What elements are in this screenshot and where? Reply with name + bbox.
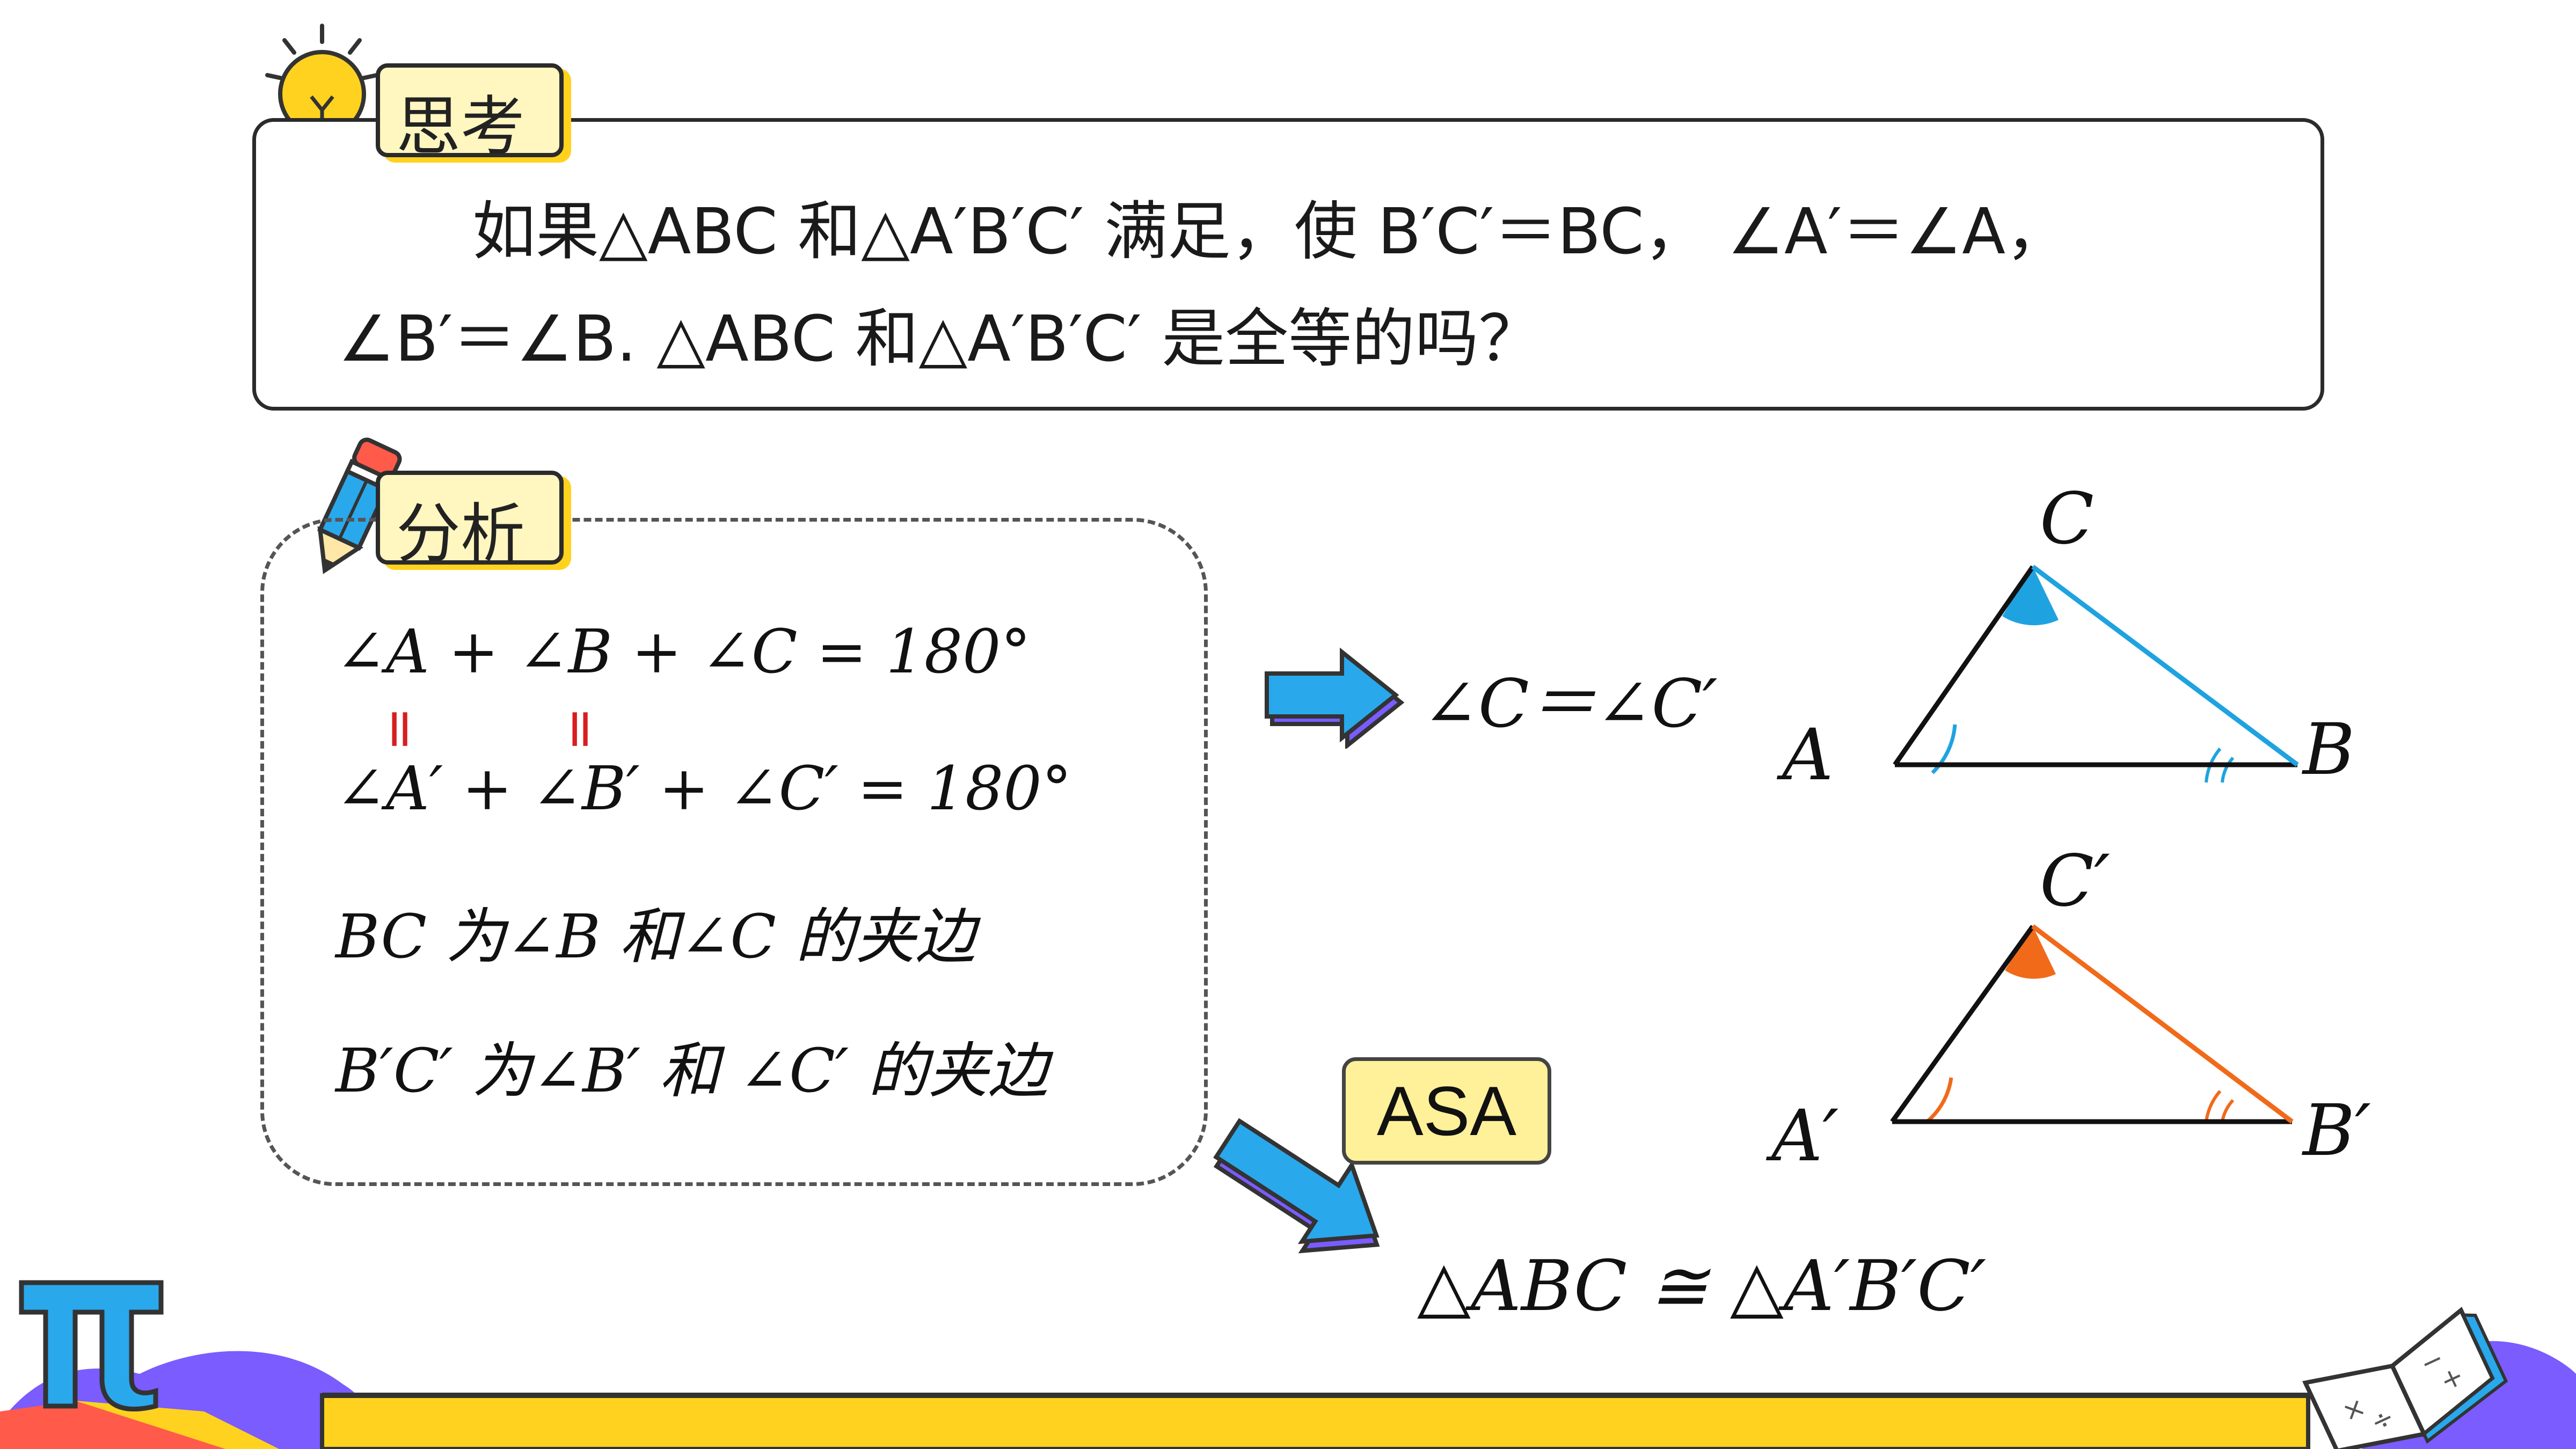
- diagonal-arrow-icon: [1213, 1118, 1380, 1254]
- think-box: [252, 118, 2324, 411]
- analysis-tag: 分析: [376, 471, 564, 572]
- right-arrow-icon: [1265, 647, 1405, 749]
- analysis-line-1: ∠A + ∠B + ∠C = 180°: [335, 617, 1031, 687]
- equal-mark-2: =: [550, 706, 614, 752]
- angle-arc-a: [1931, 724, 1957, 774]
- vertex-c: C: [2040, 478, 2094, 560]
- side-c1b1: [2031, 924, 2294, 1124]
- angle-fill-c2: [2005, 926, 2056, 979]
- angle-arc-b1: [2221, 757, 2235, 783]
- vertex-c-prime: C′: [2040, 840, 2110, 923]
- vertex-b: B: [2303, 708, 2355, 791]
- bottom-decoration: [0, 1341, 2576, 1449]
- think-tag-label: 思考: [396, 90, 525, 164]
- angle-arc-a2: [1925, 1077, 1953, 1123]
- angle-arc-b2-2: [2205, 1090, 2222, 1122]
- open-book-icon: × ÷ − +: [2302, 1306, 2508, 1449]
- side-ac: [1893, 565, 2035, 766]
- asa-label: ASA: [1376, 1072, 1517, 1150]
- analysis-line-4: B′C′ 为∠B′ 和 ∠C′ 的夹边: [335, 1036, 1048, 1106]
- side-a1c1: [1890, 925, 2035, 1123]
- triangle-abc: [1893, 565, 2299, 783]
- side-cb: [2031, 565, 2299, 767]
- equal-mark-1: =: [370, 706, 433, 752]
- think-tag: 思考: [376, 63, 564, 164]
- angle-fill-c: [2002, 567, 2059, 626]
- pi-icon: [19, 1280, 164, 1411]
- analysis-line-3: BC 为∠B 和∠C 的夹边: [335, 902, 976, 972]
- asa-badge: ASA: [1342, 1057, 1551, 1165]
- angle-equality: ∠C＝∠C′: [1422, 665, 1718, 743]
- think-line-2: ∠B′＝∠B. △ABC 和△A′B′C′ 是全等的吗？: [338, 302, 1542, 376]
- triangle-a1b1c1: [1890, 924, 2294, 1124]
- analysis-tag-label: 分析: [396, 497, 525, 572]
- vertex-b-prime: B′: [2303, 1089, 2371, 1172]
- angle-arc-b1-2: [2221, 1099, 2235, 1122]
- vertex-a-prime: A′: [1771, 1095, 1839, 1177]
- think-line-1: 如果△ABC 和△A′B′C′ 满足，使 B′C′＝BC， ∠A′＝∠A，: [472, 194, 2069, 268]
- analysis-line-2: ∠A′ + ∠B′ + ∠C′ = 180°: [335, 754, 1072, 824]
- analysis-box: [260, 518, 1208, 1186]
- congruence-statement: △ABC ≅ △A′B′C′: [1417, 1245, 1987, 1327]
- vertex-a: A: [1782, 714, 1834, 796]
